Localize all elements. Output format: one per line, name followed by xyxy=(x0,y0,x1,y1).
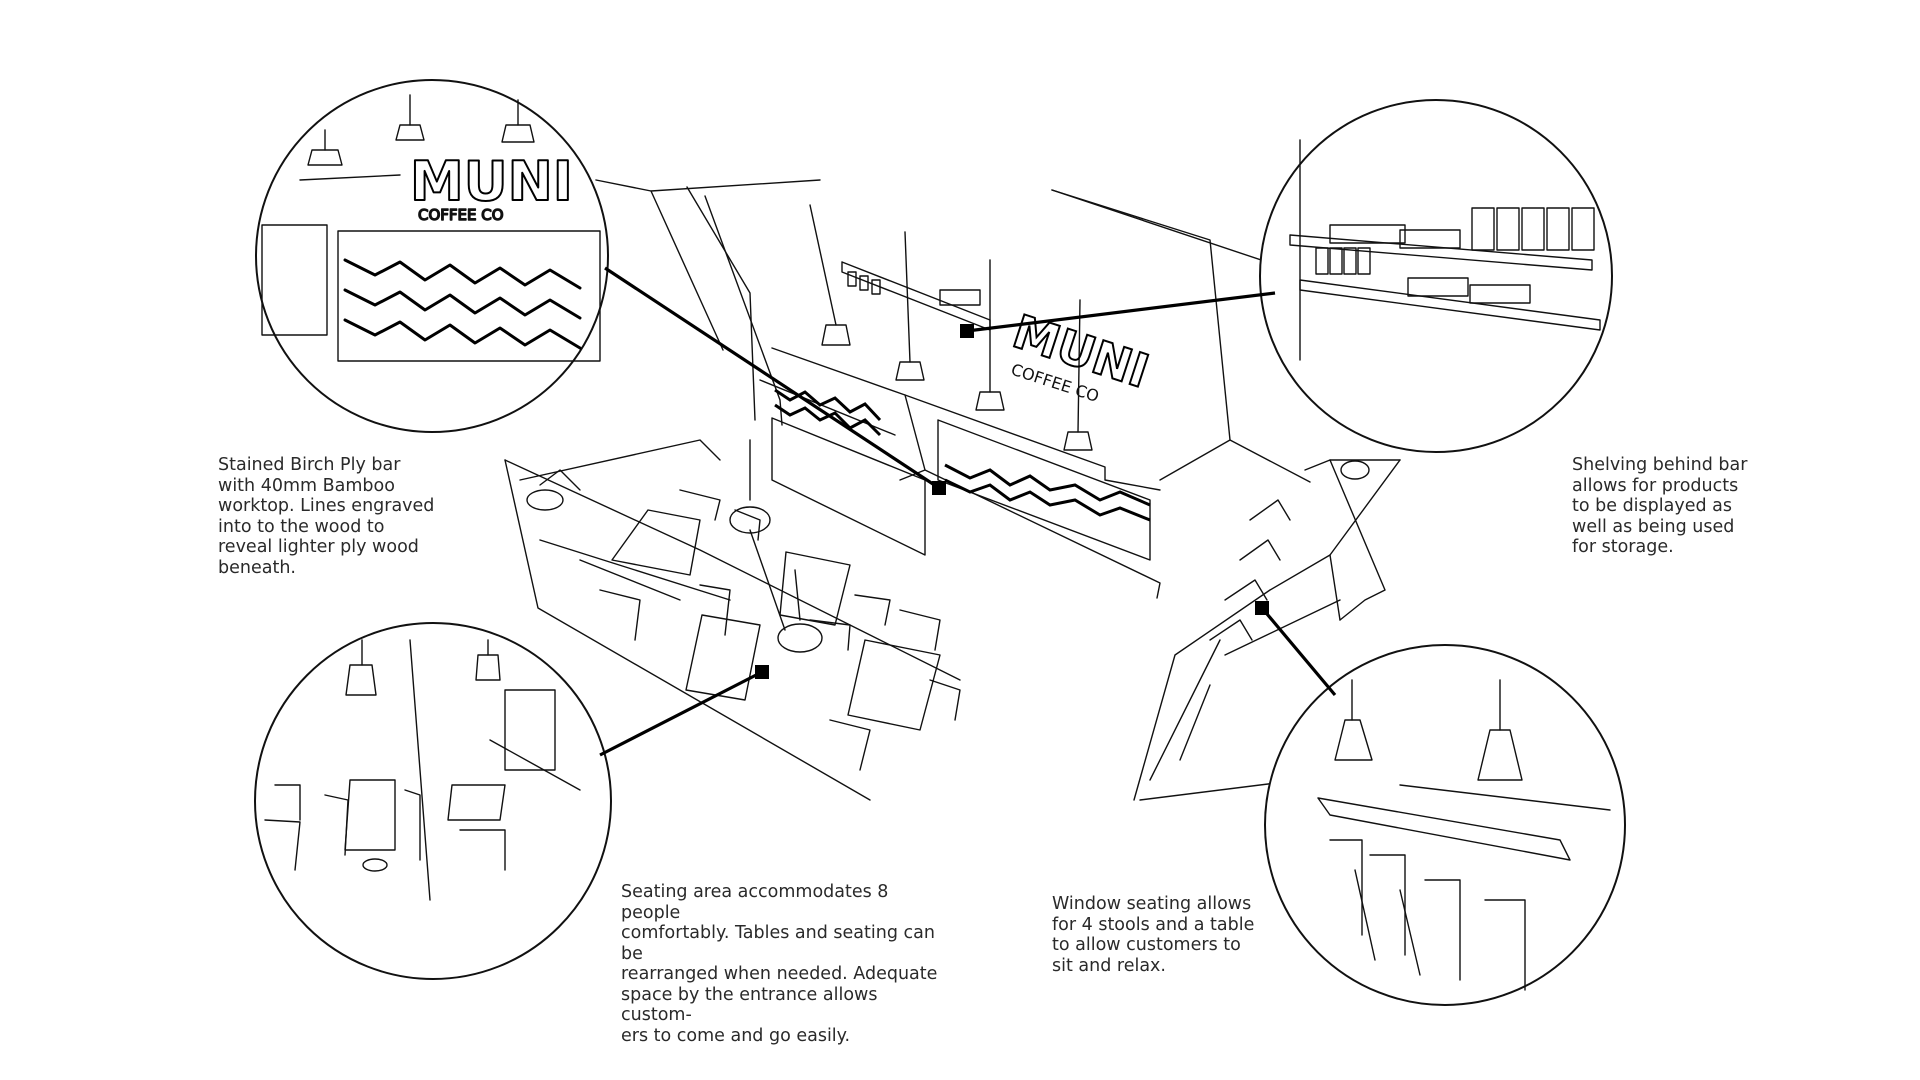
inset-bar-subtitle: COFFEE CO xyxy=(418,206,504,224)
inset-shelving xyxy=(1259,99,1613,453)
window-stools xyxy=(1209,499,1341,656)
inset-bar-logo: MUNI xyxy=(410,150,573,213)
bar-counter xyxy=(771,388,1151,561)
marker-window xyxy=(1255,601,1269,615)
inset-seating-contents xyxy=(264,639,581,901)
marker-bar xyxy=(932,481,946,495)
callout-leaders xyxy=(599,266,1337,757)
inset-shelving-contents xyxy=(1289,139,1601,361)
inset-window xyxy=(1264,644,1626,1006)
marker-seating xyxy=(755,665,769,679)
seating-furniture xyxy=(526,469,961,771)
inset-seating xyxy=(254,622,612,980)
bar-annotation: Stained Birch Ply bar with 40mm Bamboo w… xyxy=(218,455,435,578)
inset-bar xyxy=(255,79,609,433)
shelving-annotation: Shelving behind bar allows for products … xyxy=(1572,455,1748,557)
seating-annotation: Seating area accommodates 8 people comfo… xyxy=(621,882,938,1046)
inset-bar-contents: MUNI COFFEE CO xyxy=(261,94,601,362)
inset-window-contents xyxy=(1317,679,1611,991)
wall-signage: MUNI COFFEE CO xyxy=(1006,303,1157,406)
pendant-lamps xyxy=(729,204,1370,653)
marker-shelving xyxy=(960,324,974,338)
back-shelf xyxy=(841,261,991,331)
callout-markers xyxy=(755,324,1269,679)
window-annotation: Window seating allows for 4 stools and a… xyxy=(1052,894,1255,976)
floor-plan xyxy=(504,179,1401,801)
